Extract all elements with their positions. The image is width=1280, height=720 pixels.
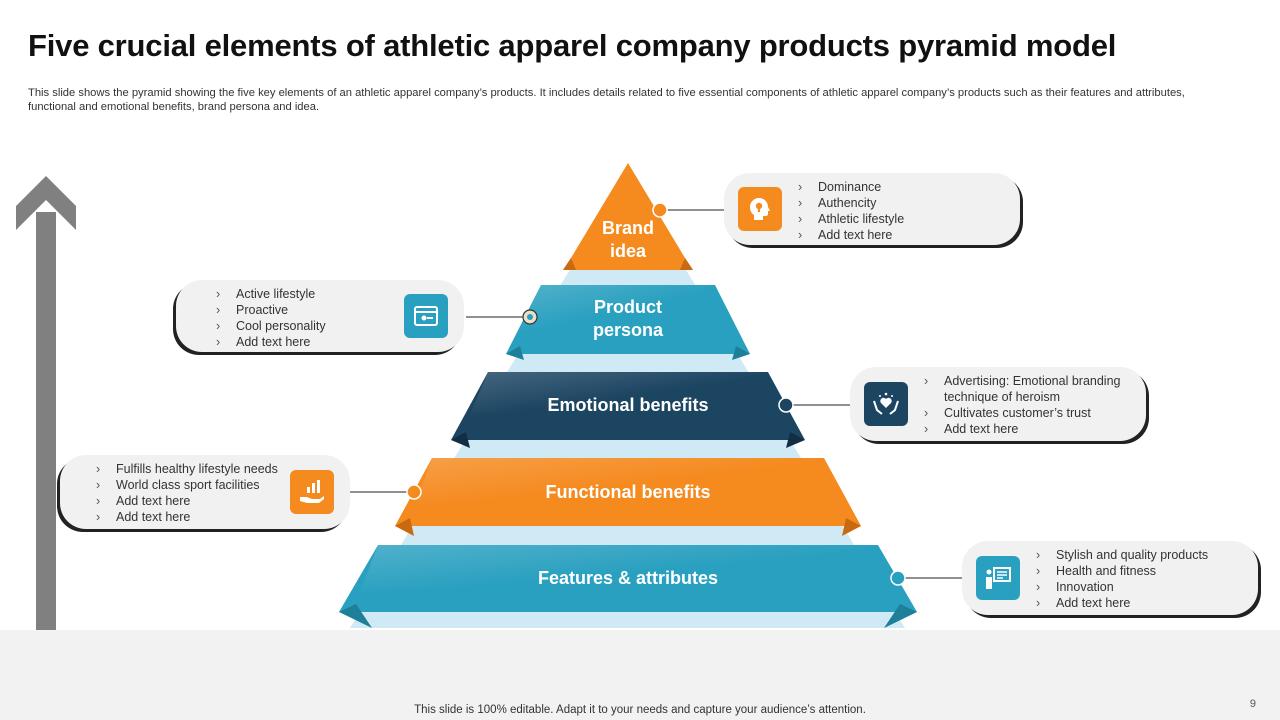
card-item: Cool personality	[216, 318, 326, 334]
card-item: Add text here	[96, 509, 278, 525]
card-item: World class sport facilities	[96, 477, 278, 493]
card-item: Health and fitness	[1036, 563, 1208, 579]
card-brand-idea: Dominance Authencity Athletic lifestyle …	[724, 173, 1020, 245]
footer-note: This slide is 100% editable. Adapt it to…	[414, 704, 866, 716]
label-brand-idea-line1: Brand	[601, 218, 654, 238]
card-item: Innovation	[1036, 579, 1208, 595]
connector-brand-idea	[652, 202, 726, 218]
card-item: Active lifestyle	[216, 286, 326, 302]
card-item: Proactive	[216, 302, 326, 318]
card-item: Stylish and quality products	[1036, 547, 1208, 563]
footer-band	[0, 630, 1280, 720]
level-features-attributes	[339, 545, 917, 628]
card-item: Athletic lifestyle	[798, 211, 904, 227]
hands-heart-icon	[864, 382, 908, 426]
label-product-persona-line2: persona	[592, 320, 664, 340]
card-emotional-benefits: Advertising: Emotional branding techniqu…	[850, 367, 1146, 441]
label-emotional-benefits: Emotional benefits	[547, 395, 709, 415]
label-functional-benefits: Functional benefits	[545, 482, 711, 502]
hand-chart-icon	[290, 470, 334, 514]
card-item: Authencity	[798, 195, 904, 211]
card-product-persona: Active lifestyle Proactive Cool personal…	[176, 280, 464, 352]
level-brand-idea	[563, 163, 693, 270]
card-item: Add text here	[216, 334, 326, 350]
label-product-persona: Product persona	[558, 296, 698, 342]
level-emotional-benefits	[451, 372, 805, 448]
card-item: Cultivates customer’s trust	[924, 405, 1129, 421]
up-arrow	[16, 176, 76, 630]
label-brand-idea: Brand idea	[578, 217, 678, 263]
card-item: Add text here	[1036, 595, 1208, 611]
level-functional-benefits	[395, 458, 861, 536]
card-item: Advertising: Emotional branding techniqu…	[924, 373, 1129, 405]
page-number: 9	[1249, 698, 1256, 710]
browser-window-icon	[404, 294, 448, 338]
slide-subtitle: This slide shows the pyramid showing the…	[28, 87, 1185, 113]
slide-title: Five crucial elements of athletic appare…	[28, 28, 1117, 63]
head-idea-icon	[738, 187, 782, 231]
presentation-board-icon	[976, 556, 1020, 600]
card-item: Add text here	[798, 227, 904, 243]
card-item: Fulfills healthy lifestyle needs	[96, 461, 278, 477]
card-functional-benefits: Fulfills healthy lifestyle needs World c…	[60, 455, 350, 529]
card-item: Add text here	[924, 421, 1129, 437]
label-features-attributes: Features & attributes	[537, 568, 719, 588]
connector-features-attributes	[890, 570, 964, 586]
card-features-attributes: Stylish and quality products Health and …	[962, 541, 1258, 615]
level-product-persona	[506, 285, 750, 360]
connector-emotional-benefits	[778, 397, 852, 413]
label-product-persona-line1: Product	[593, 297, 662, 317]
card-item: Dominance	[798, 179, 904, 195]
connector-product-persona	[466, 309, 538, 325]
connector-functional-benefits	[350, 484, 422, 500]
card-item: Add text here	[96, 493, 278, 509]
label-brand-idea-line2: idea	[609, 241, 647, 261]
